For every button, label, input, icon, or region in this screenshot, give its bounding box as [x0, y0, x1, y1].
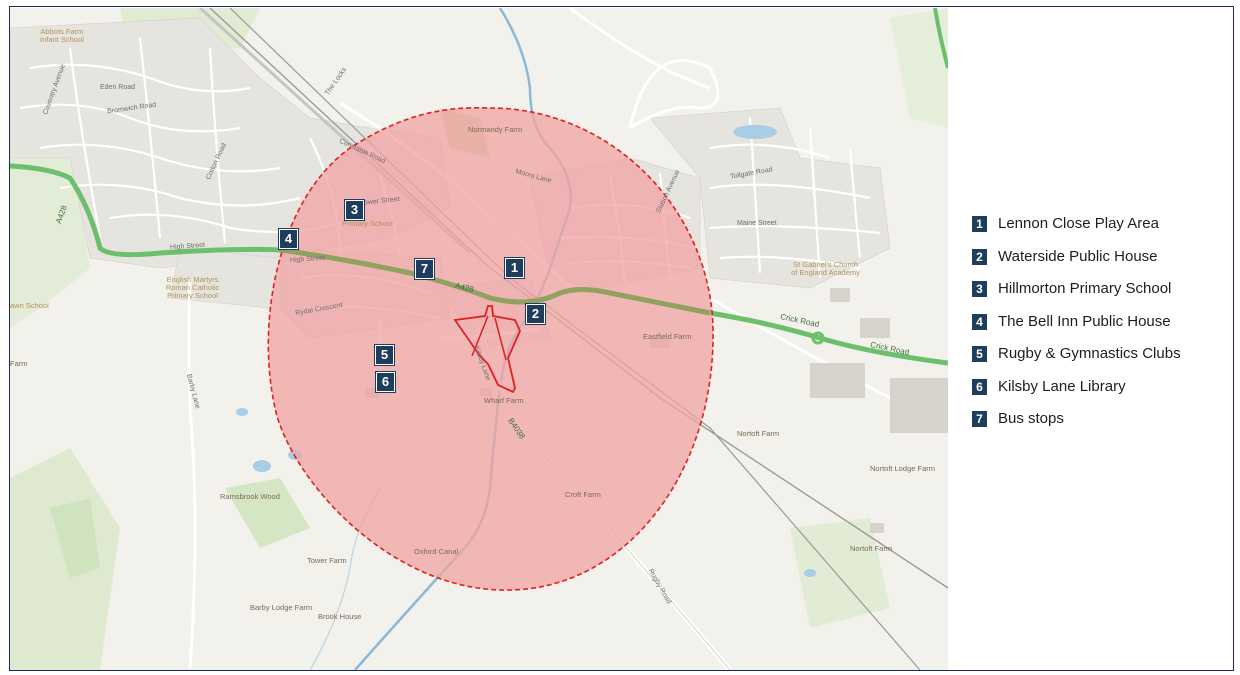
- legend-label: Bus stops: [998, 410, 1064, 427]
- label-maine-street: Maine Street: [737, 220, 777, 227]
- map-marker-4-bell-inn[interactable]: 4: [279, 229, 298, 249]
- label-croft-farm: Croft Farm: [565, 490, 601, 499]
- label-nortoft-farm: Nortoft Farm: [737, 429, 780, 438]
- legend-label: Hillmorton Primary School: [998, 280, 1172, 297]
- label-eden-road: Eden Road: [100, 84, 136, 91]
- legend-badge: 6: [972, 378, 987, 395]
- label-oxford-canal: Oxford Canal: [414, 547, 459, 556]
- map-marker-1-lennon-close[interactable]: 1: [505, 258, 524, 278]
- label-eastfield-farm: Eastfield Farm: [643, 332, 692, 341]
- label-tower-farm: Tower Farm: [307, 556, 347, 565]
- buffer-zone: [267, 106, 714, 591]
- label-normandy-farm: Normandy Farm: [468, 125, 523, 134]
- label-wharf-farm: Wharf Farm: [484, 396, 524, 405]
- legend-badge: 5: [972, 346, 987, 362]
- map-marker-6-kilsby-library[interactable]: 6: [376, 372, 395, 392]
- label-nortoft-farm-2: Nortoft Farm: [850, 544, 893, 553]
- legend-badge: 2: [972, 248, 987, 265]
- label-farm-left: Farm: [10, 359, 28, 368]
- legend-badge: 4: [972, 313, 987, 330]
- map-marker-3-hillmorton-school[interactable]: 3: [345, 200, 364, 220]
- legend-label: Lennon Close Play Area: [998, 215, 1159, 232]
- legend-label: Kilsby Lane Library: [998, 377, 1126, 395]
- label-ramsbrook-wood: Ramsbrook Wood: [220, 492, 280, 501]
- legend-label: Rugby & Gymnastics Clubs: [998, 345, 1181, 362]
- map-marker-5-rugby-gymnastics[interactable]: 5: [375, 345, 394, 365]
- legend-badge: 7: [972, 411, 987, 427]
- legend-label: Waterside Public House: [998, 247, 1158, 265]
- legend-badge: 3: [972, 281, 987, 297]
- water-features: [236, 125, 816, 577]
- legend-label: The Bell Inn Public House: [998, 312, 1171, 330]
- map-base: [10, 8, 948, 670]
- label-nortoft-lodge-farm: Nortoft Lodge Farm: [870, 464, 936, 473]
- legend-badge: 1: [972, 216, 987, 232]
- map-marker-7-bus-stops[interactable]: 7: [415, 259, 434, 279]
- site-boundary: [453, 305, 521, 394]
- label-brook-house: Brook House: [318, 612, 362, 621]
- label-barby-lodge-farm: Barby Lodge Farm: [250, 603, 313, 612]
- label-hillmorton-school: Primary School: [342, 219, 393, 228]
- map-marker-2-waterside[interactable]: 2: [526, 304, 545, 324]
- label-lawn-school: awn School: [10, 301, 49, 310]
